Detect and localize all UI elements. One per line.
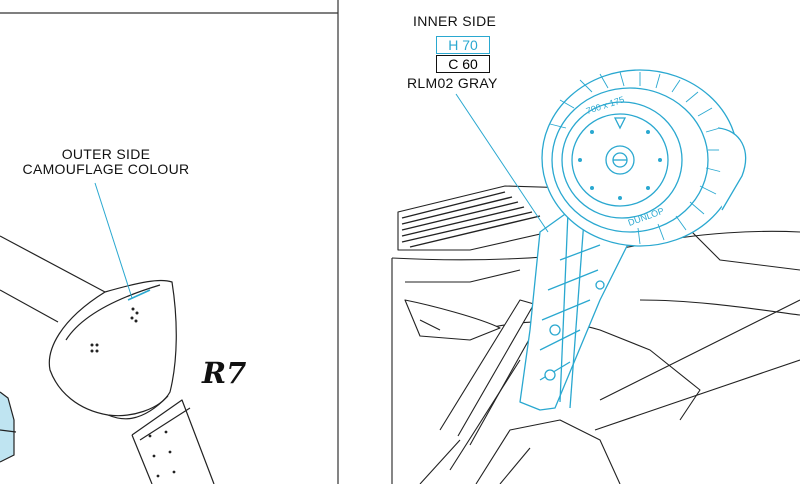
camouflage-colour-label: CAMOUFLAGE COLOUR	[22, 161, 190, 177]
paint-name-label: RLM02 GRAY	[407, 75, 498, 91]
panel-frame	[0, 0, 339, 484]
paint-code-humbrol: H 70	[436, 36, 490, 54]
outer-side-label: OUTER SIDE	[61, 146, 151, 162]
part-number-label: R7	[202, 356, 247, 390]
gear-door-part	[0, 235, 215, 484]
outer-side-callout: OUTER SIDE CAMOUFLAGE COLOUR	[0, 147, 212, 177]
landing-gear-assembly	[391, 185, 800, 484]
inner-side-label: INNER SIDE	[413, 13, 497, 29]
paint-code-vallejo: C 60	[436, 55, 490, 73]
outer-side-leader-line	[94, 182, 133, 299]
partial-wheel	[0, 391, 17, 463]
main-wheel	[541, 69, 747, 247]
inner-side-leader-line	[455, 93, 549, 233]
